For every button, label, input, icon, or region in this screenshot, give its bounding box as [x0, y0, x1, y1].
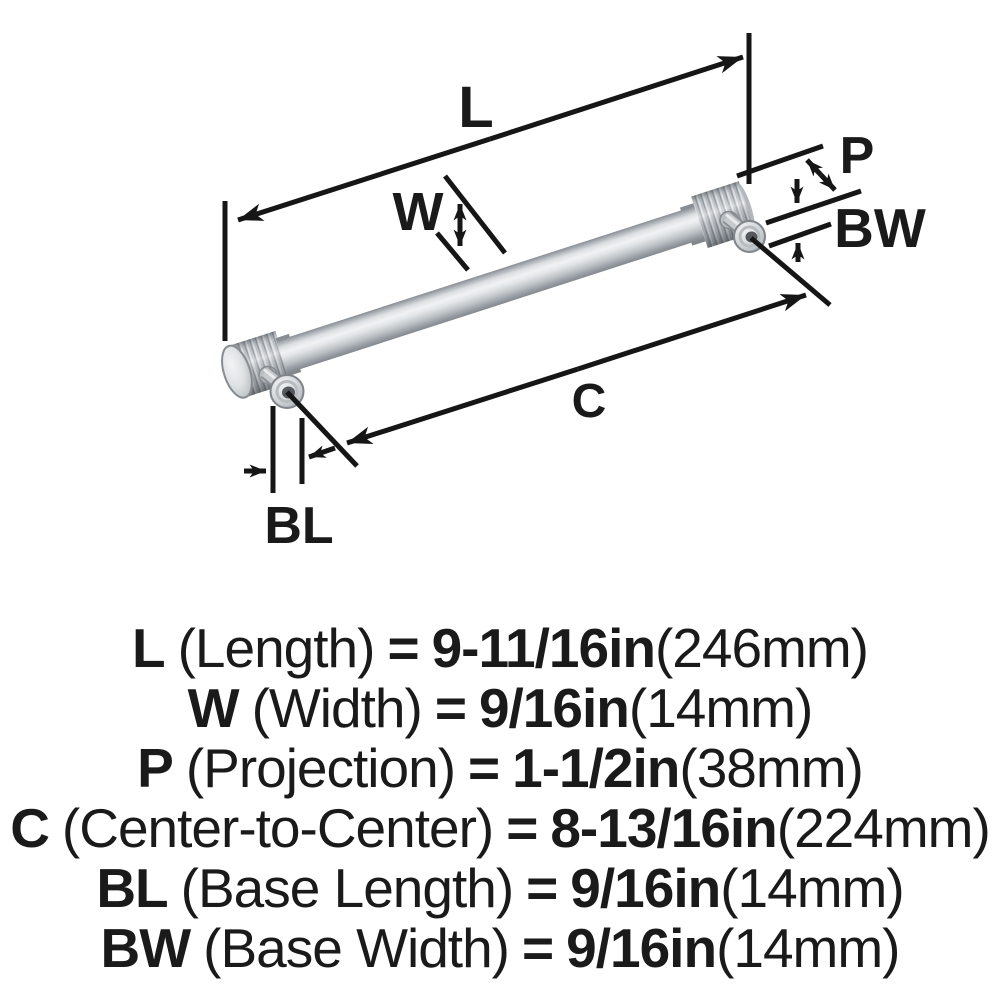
- left-cap-end-face: [221, 344, 253, 399]
- spec-metric: (224mm): [776, 797, 991, 859]
- spec-desc: (Width): [251, 677, 423, 739]
- dimension-p: [736, 143, 862, 226]
- label-bw: BW: [834, 197, 926, 259]
- spec-value: 9/16in: [570, 857, 721, 919]
- handle-bar: [221, 181, 756, 399]
- spec-row-length: L (Length) = 9-11/16in (246mm): [0, 618, 1000, 678]
- spec-value: 8-13/16in: [550, 797, 777, 859]
- spec-row-base-length: BL (Base Length) = 9/16in (14mm): [0, 858, 1000, 918]
- spec-metric: (14mm): [628, 677, 813, 739]
- spec-metric: (14mm): [720, 857, 904, 919]
- spec-value: 9/16in: [478, 677, 630, 739]
- spec-metric: (246mm): [654, 617, 869, 679]
- spec-desc: (Base Width): [203, 917, 510, 979]
- bar-cylinder: [287, 209, 694, 370]
- w-tick-upper: [443, 174, 507, 255]
- label-w: W: [393, 182, 444, 242]
- dimension-l: [222, 33, 752, 341]
- w-tick-lower: [435, 231, 470, 272]
- dimension-c: [285, 236, 832, 468]
- spec-label: L: [131, 617, 166, 679]
- equals-sign: =: [434, 677, 467, 739]
- c-arrow-left: [346, 366, 579, 446]
- label-bl: BL: [264, 497, 333, 555]
- spec-value: 1-1/2in: [512, 737, 680, 799]
- dimension-lines: [222, 33, 862, 493]
- spec-row-center-to-center: C (Center-to-Center) = 8-13/16in (224mm): [0, 798, 1000, 858]
- dimension-labels: L W P BW C BL: [264, 75, 926, 555]
- equals-sign: =: [506, 797, 538, 859]
- spec-metric: (38mm): [679, 737, 863, 799]
- spec-row-width: W (Width) = 9/16in (14mm): [0, 678, 1000, 738]
- dimension-bw: [768, 221, 832, 262]
- equals-sign: =: [468, 737, 500, 799]
- spec-row-base-width: BW (Base Width) = 9/16in (14mm): [0, 918, 1000, 978]
- p-line-top: [736, 143, 824, 179]
- l-arrow-left: [237, 136, 491, 223]
- right-washer-ring: [738, 225, 761, 248]
- pull-handle-dimension-diagram: L W P BW C BL: [221, 33, 926, 555]
- pull-handle-illustration: [221, 181, 766, 409]
- spec-label: C: [10, 797, 50, 859]
- bl-arrow-right: [308, 445, 336, 460]
- right-collar: [679, 203, 706, 246]
- spec-desc: (Length): [177, 617, 376, 679]
- left-washer-ring: [275, 380, 299, 403]
- c-extension-left: [285, 390, 359, 468]
- spec-metric: (14mm): [716, 917, 900, 979]
- bw-line-bottom: [768, 221, 832, 249]
- spec-label: BL: [96, 857, 168, 919]
- equals-sign: =: [387, 617, 419, 679]
- spec-value: 9/16in: [566, 917, 717, 979]
- label-p: P: [840, 127, 875, 185]
- c-extension-right: [749, 236, 832, 307]
- spec-value: 9-11/16in: [431, 617, 656, 679]
- label-c: C: [572, 375, 607, 428]
- equals-sign: =: [526, 857, 558, 919]
- spec-label: W: [187, 677, 240, 739]
- spec-row-projection: P (Projection) = 1-1/2in (38mm): [0, 738, 1000, 798]
- l-arrow-right: [489, 54, 744, 142]
- label-l: L: [458, 75, 493, 140]
- c-arrow-right: [577, 292, 807, 372]
- dimension-spec-list: L (Length) = 9-11/16in (246mm) W (Width)…: [0, 618, 1000, 978]
- p-arrow-lower: [818, 173, 837, 192]
- dimension-w: [435, 174, 507, 272]
- dimension-bl: [244, 406, 336, 493]
- spec-desc: (Base Length): [180, 857, 514, 919]
- p-arrow-upper: [805, 158, 824, 177]
- p-line-base: [765, 188, 862, 226]
- spec-label: P: [137, 737, 174, 799]
- equals-sign: =: [522, 917, 554, 979]
- spec-label: BW: [100, 917, 191, 979]
- left-collar: [275, 333, 302, 377]
- spec-desc: (Center-to-Center): [61, 797, 494, 859]
- spec-desc: (Projection): [185, 737, 456, 799]
